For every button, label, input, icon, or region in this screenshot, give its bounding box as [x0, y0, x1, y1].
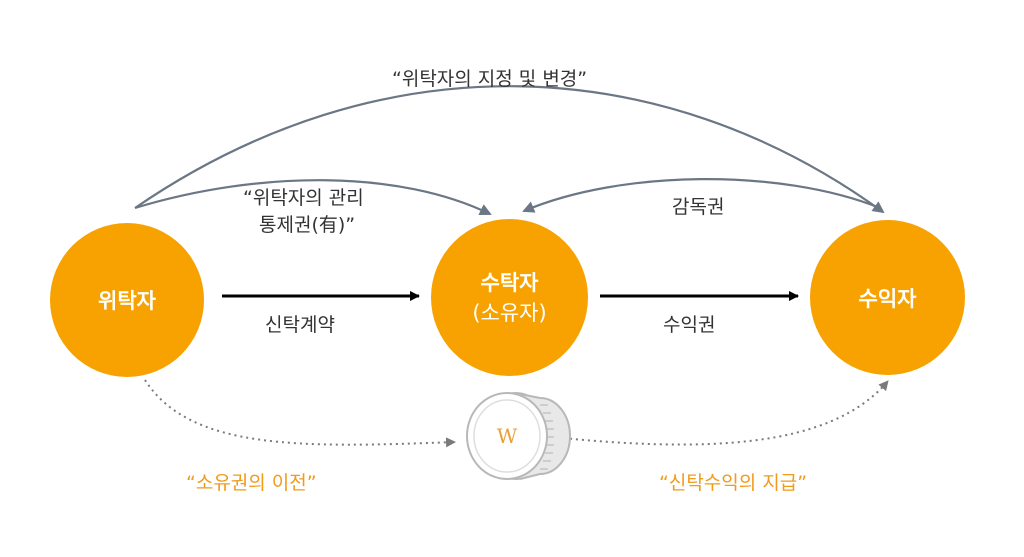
control-label-line1: “위탁자의 관리: [243, 187, 364, 209]
trustee-sublabel: (소유자): [472, 300, 547, 325]
trustee-label: 수탁자: [480, 270, 539, 295]
beneficial-right-label: 수익권: [663, 314, 716, 336]
control-arc: [134, 179, 492, 216]
trustee-node: 수탁자 (소유자): [431, 219, 588, 376]
designation-arc: [134, 85, 885, 214]
trustor-label: 위탁자: [98, 289, 156, 313]
control-label-line2: 통제권(有)”: [259, 214, 356, 236]
designation-label: “위탁자의 지정 및 변경”: [392, 68, 588, 90]
profit-payment-dotted: [551, 380, 889, 446]
won-symbol: W: [496, 424, 518, 448]
profit-payment-label: “신탁수익의 지급”: [659, 472, 808, 494]
won-coin-icon: [466, 392, 571, 480]
trust-contract-label: 신탁계약: [265, 314, 335, 336]
supervision-label: 감독권: [672, 196, 725, 218]
coin: W: [467, 393, 553, 479]
trustor-node: 위탁자: [50, 223, 204, 377]
beneficiary-label: 수익자: [858, 286, 917, 311]
beneficiary-node: 수익자: [810, 220, 965, 375]
supervision-arc: [522, 178, 881, 213]
ownership-transfer-label: “소유권의 이전”: [186, 472, 317, 494]
ownership-transfer-dotted: [144, 379, 456, 448]
